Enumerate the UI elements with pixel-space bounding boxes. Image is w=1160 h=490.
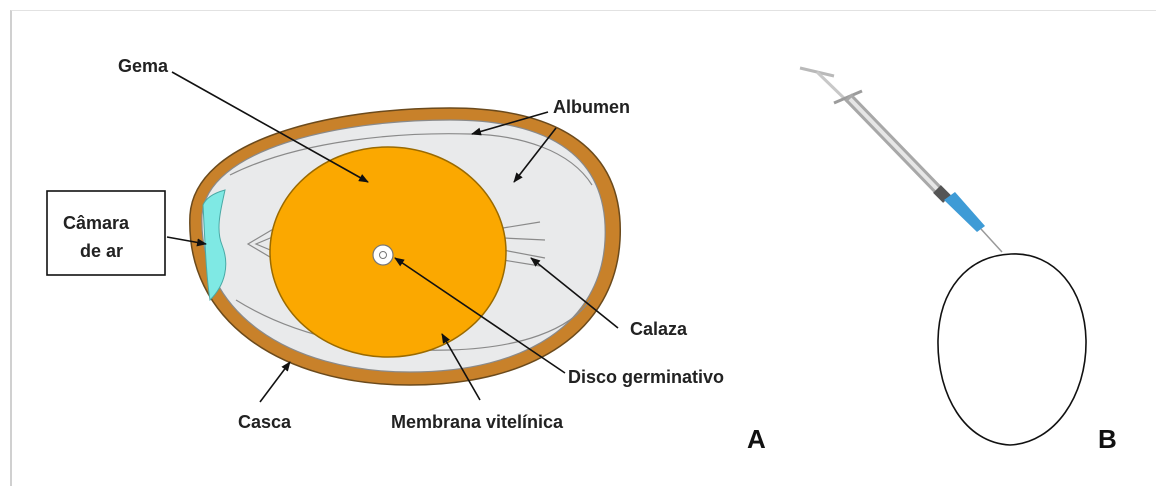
germinal-disc-center: [380, 252, 387, 259]
label-casca: Casca: [238, 412, 292, 432]
syringe-drawing: [800, 68, 1002, 252]
label-camara-line1: Câmara: [63, 213, 130, 233]
syringe-needle: [981, 229, 1002, 252]
label-gema: Gema: [118, 56, 169, 76]
panel-label-a: A: [747, 424, 766, 454]
camara-label-box: [47, 191, 165, 275]
syringe-stopper: [937, 189, 947, 199]
label-camara-line2: de ar: [80, 241, 123, 261]
panel-label-b: B: [1098, 424, 1117, 454]
label-albumen: Albumen: [553, 97, 630, 117]
label-calaza: Calaza: [630, 319, 688, 339]
label-membrana-vitelinica: Membrana vitelínica: [391, 412, 564, 432]
casca-pointer: [260, 362, 290, 402]
label-disco-germinativo: Disco germinativo: [568, 367, 724, 387]
syringe-needle-hub: [944, 192, 985, 232]
syringe-barrel-inner: [850, 99, 940, 192]
whole-egg-outline: [938, 254, 1086, 445]
egg-cross-section: [190, 108, 620, 385]
